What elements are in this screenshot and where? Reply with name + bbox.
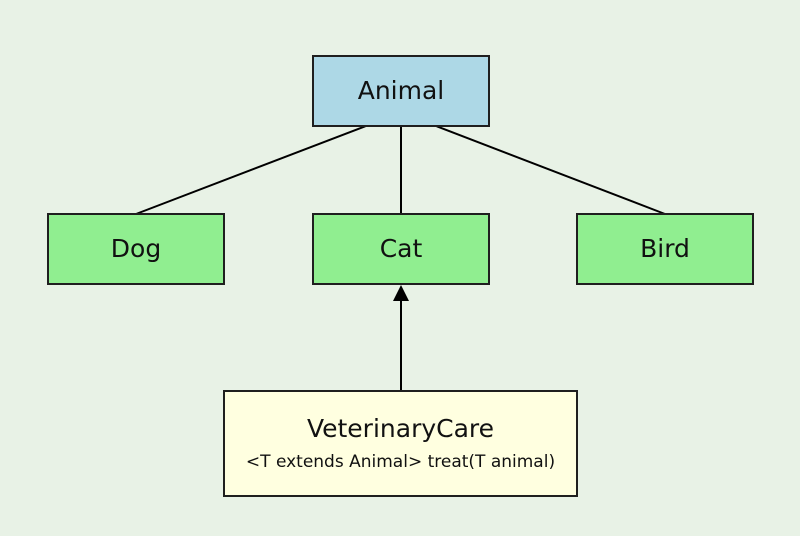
edge-animal-dog: [135, 125, 367, 215]
node-bird-label: Bird: [640, 234, 690, 264]
arrowhead-to-cat: [393, 285, 409, 301]
node-bird[interactable]: Bird: [576, 213, 754, 285]
edge-animal-bird: [435, 125, 666, 215]
node-animal-label: Animal: [357, 76, 445, 106]
node-veterinary-care-method: <T extends Animal> treat(T animal): [245, 452, 556, 473]
node-dog-label: Dog: [110, 234, 162, 264]
node-veterinary-care-label: VeterinaryCare: [306, 413, 495, 443]
node-animal[interactable]: Animal: [312, 55, 490, 127]
node-cat-label: Cat: [379, 234, 423, 264]
node-veterinary-care[interactable]: VeterinaryCare <T extends Animal> treat(…: [223, 390, 578, 497]
node-dog[interactable]: Dog: [47, 213, 225, 285]
node-cat[interactable]: Cat: [312, 213, 490, 285]
